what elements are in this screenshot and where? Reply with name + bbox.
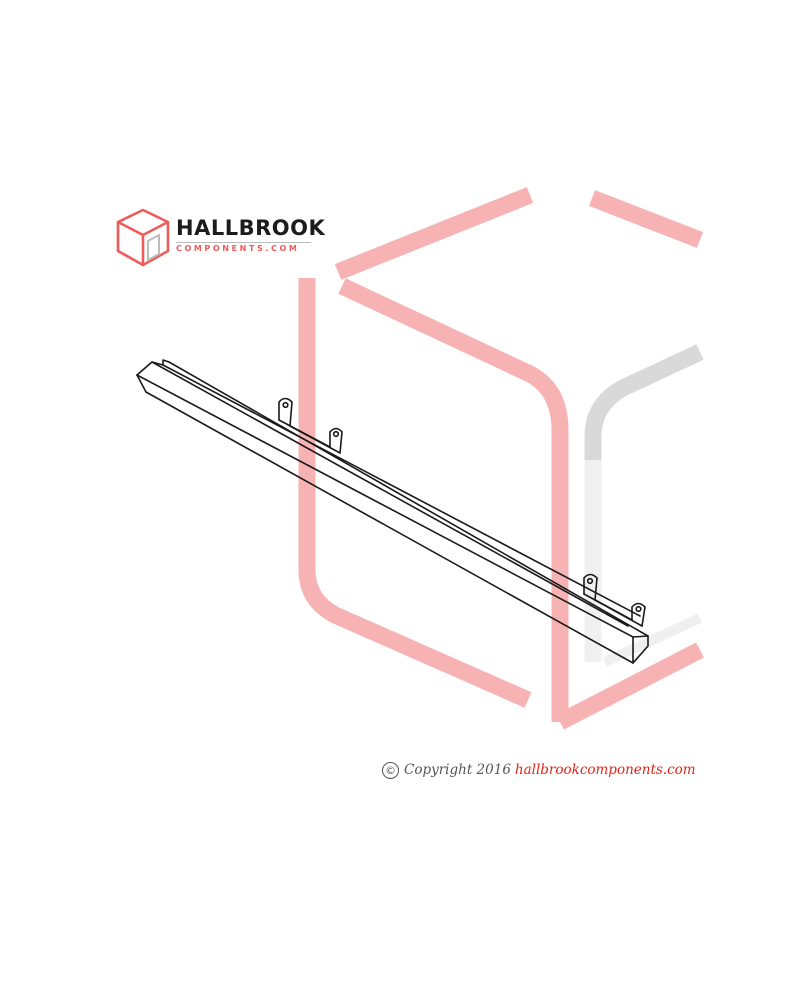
mounting-tab-pair-1 [278,397,343,454]
brand-name: HALLBROOK [176,216,326,240]
copyright-text: Copyright 2016 [404,762,511,778]
cube-logo-icon [116,208,170,267]
cube-watermark-icon [298,187,704,730]
copyright-icon: © [382,761,399,779]
angle-rail-with-mounting-tabs-icon [136,359,649,664]
website-link[interactable]: hallbrookcomponents.com [514,762,696,778]
brand-logo: HALLBROOK COMPONENTS.COM [114,207,326,269]
copyright-notice: © Copyright 2016 hallbrookcomponents.com [382,759,696,781]
logo-divider [176,242,311,243]
mounting-tab-pair-2 [583,573,646,627]
brand-tagline: COMPONENTS.COM [176,244,300,253]
